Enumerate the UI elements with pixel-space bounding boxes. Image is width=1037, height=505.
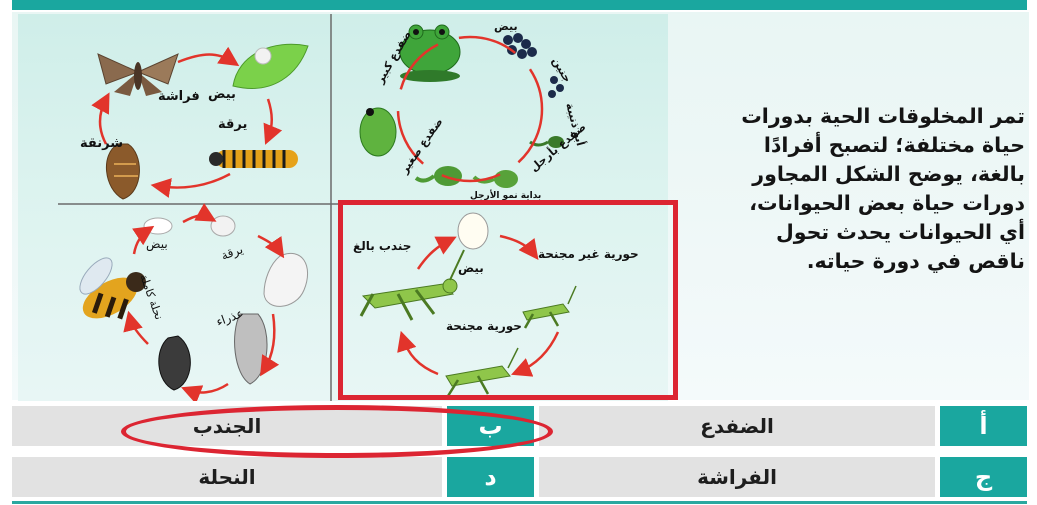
butterfly-egg-image xyxy=(233,44,308,88)
butterfly-larva-image xyxy=(209,150,298,168)
option-d-letter[interactable]: د xyxy=(447,457,534,497)
bee-adult-image xyxy=(74,253,146,327)
butterfly-adult-label: فراشة xyxy=(158,89,200,104)
frog-froglet-image xyxy=(360,108,396,156)
bee-adult-label: نحلة كاملة xyxy=(137,273,165,322)
bottom-line xyxy=(12,501,1027,504)
grasshopper-egg-image xyxy=(458,213,488,249)
option-c-letter[interactable]: ج xyxy=(940,457,1027,497)
bee-pupa-image xyxy=(159,314,267,390)
frog-cycle: بيض جنين أبو ذنيبة ضفدع بأرجل بداية نمو … xyxy=(360,20,588,201)
frog-egg-label: بيض xyxy=(494,20,518,33)
frog-young-label: ضفدع صغير xyxy=(397,115,445,176)
grasshopper-nymph-winged-image xyxy=(446,348,518,396)
question-line: حياة مختلفة؛ لتصبح أفرادًا xyxy=(685,131,1025,160)
butterfly-pupa-image xyxy=(106,144,139,199)
option-b-letter[interactable]: ب xyxy=(447,406,534,446)
question-line: تمر المخلوقات الحية بدورات xyxy=(685,102,1025,131)
grasshopper-egg-label: بيض xyxy=(458,261,484,275)
question-text: تمر المخلوقات الحية بدورات حياة مختلفة؛ … xyxy=(685,102,1025,276)
life-cycles-illustration: فراشة بيض يرقة شرنقة xyxy=(18,14,668,401)
question-line: أي الحيوانات يحدث تحول xyxy=(685,218,1025,247)
top-bar xyxy=(12,0,1027,10)
butterfly-pupa-label: شرنقة xyxy=(80,136,123,151)
frog-young-image xyxy=(416,166,462,186)
butterfly-larva-label: يرقة xyxy=(218,117,247,132)
grasshopper-adult-image xyxy=(361,250,464,320)
bee-cycle: بيض يرقة عذراء نحلة كاملة xyxy=(74,215,307,392)
bee-larva-label: يرقة xyxy=(219,242,245,264)
life-cycles-figure: فراشة بيض يرقة شرنقة xyxy=(18,14,668,401)
option-d-text[interactable]: النحلة xyxy=(12,457,442,497)
grasshopper-nymph-wingless-label: حورية غير مجنحة xyxy=(538,247,639,262)
grasshopper-nymph-winged-label: حورية مجنحة xyxy=(446,319,522,334)
question-line: ناقص في دورة حياته. xyxy=(685,247,1025,276)
butterfly-cycle: فراشة بيض يرقة شرنقة xyxy=(80,44,308,199)
grasshopper-cycle: جندب بالغ بيض حورية غير مجنحة حورية مجنح… xyxy=(353,213,639,396)
grasshopper-nymph-wingless-image xyxy=(523,286,576,328)
bee-egg-label: بيض xyxy=(146,237,168,252)
option-a-text[interactable]: الضفدع xyxy=(539,406,935,446)
butterfly-egg-label: بيض xyxy=(208,87,236,102)
option-b-text[interactable]: الجندب xyxy=(12,406,442,446)
frog-tadpole-legs-label: ضفدع بأرجل xyxy=(527,119,589,174)
question-line: بالغة، يوضح الشكل المجاور xyxy=(685,160,1025,189)
question-line: دورات حياة بعض الحيوانات، xyxy=(685,189,1025,218)
bee-egg-image xyxy=(144,218,172,234)
grasshopper-adult-label: جندب بالغ xyxy=(353,239,411,253)
frog-egg-image xyxy=(503,33,537,59)
frog-froglet-label: بداية نمو الأرجل xyxy=(470,189,541,201)
option-a-letter[interactable]: أ xyxy=(940,406,1027,446)
option-c-text[interactable]: الفراشة xyxy=(539,457,935,497)
